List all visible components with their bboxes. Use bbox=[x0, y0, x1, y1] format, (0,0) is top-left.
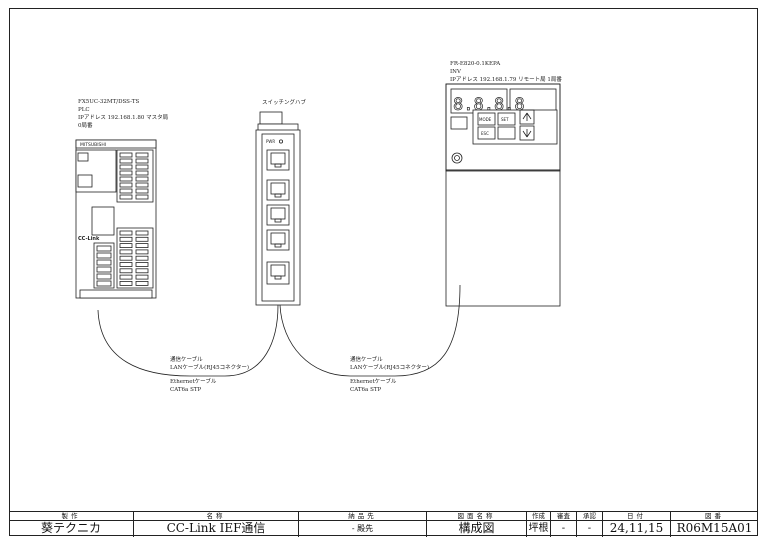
tb-approved-header: 承認 bbox=[577, 512, 602, 521]
ethernet-cables bbox=[97, 284, 461, 377]
cable-2-line4: CAT6a STP bbox=[350, 387, 382, 393]
tb-drawing-number-header: 図番 bbox=[671, 512, 758, 521]
plc-model: FX5UC-32MT/DSS-TS bbox=[78, 99, 140, 105]
title-block: 製作 葵テクニカ 名称 CC-Link IEF通信 納品先 - 殿先 図面名称 … bbox=[9, 511, 758, 537]
tb-date-header: 日付 bbox=[603, 512, 670, 521]
tb-created: 作成 坪根 bbox=[526, 512, 550, 537]
plc-station: 0局番 bbox=[78, 123, 93, 129]
inverter-set-key: SET bbox=[501, 117, 509, 122]
tb-drawing-name: 図面名称 構成図 bbox=[426, 512, 526, 537]
tb-created-value: 坪根 bbox=[528, 523, 549, 534]
inverter-labels: FR-E820-0.1KEPA INV IPアドレス 192.168.1.79 … bbox=[450, 60, 562, 84]
tb-maker-value: 葵テクニカ bbox=[40, 521, 101, 535]
tb-reviewed-value: - bbox=[561, 523, 566, 534]
cable-1-line1: 通信ケーブル bbox=[170, 357, 203, 363]
tb-maker-header: 製作 bbox=[9, 512, 133, 521]
tb-date-value: 24,11,15 bbox=[609, 521, 664, 535]
cable-1-line4: CAT6a STP bbox=[170, 387, 202, 393]
tb-name-value: CC-Link IEF通信 bbox=[166, 521, 266, 535]
tb-drawing-number: 図番 R06M15A01 bbox=[670, 512, 758, 537]
cable-2-line1: 通信ケーブル bbox=[350, 357, 383, 363]
tb-date: 日付 24,11,15 bbox=[602, 512, 670, 537]
inverter-model: FR-E820-0.1KEPA bbox=[450, 61, 501, 67]
tb-reviewed: 審査 - bbox=[550, 512, 576, 537]
tb-approved: 承認 - bbox=[576, 512, 602, 537]
cable-label-1: 通信ケーブル LANケーブル(RJ45コネクター) Ethernetケーブル C… bbox=[170, 356, 249, 394]
cable-label-2: 通信ケーブル LANケーブル(RJ45コネクター) Ethernetケーブル C… bbox=[350, 356, 429, 394]
cable-plc-to-switch bbox=[97, 304, 279, 377]
switch-power-label: PWR bbox=[266, 139, 275, 144]
inverter-device: 8.8.8.8 MODE SET ESC bbox=[445, 83, 561, 307]
inverter-esc-key: ESC bbox=[481, 131, 489, 136]
plc-role: PLC bbox=[78, 107, 90, 113]
plc-brand-logo: MITSUBISHI bbox=[80, 142, 106, 148]
cable-switch-to-inverter bbox=[279, 284, 461, 377]
tb-drawing-name-header: 図面名称 bbox=[427, 512, 526, 521]
inverter-ip: IPアドレス 192.168.1.79 リモート局 1局番 bbox=[450, 77, 562, 83]
tb-approved-value: - bbox=[587, 523, 592, 534]
inverter-mode-key: MODE bbox=[479, 117, 492, 122]
tb-name: 名称 CC-Link IEF通信 bbox=[133, 512, 298, 537]
plc-ip: IPアドレス 192.168.1.80 マスタ局 bbox=[78, 115, 169, 121]
tb-maker: 製作 葵テクニカ bbox=[9, 512, 133, 537]
tb-created-header: 作成 bbox=[527, 512, 550, 521]
plc-labels: FX5UC-32MT/DSS-TS PLC IPアドレス 192.168.1.8… bbox=[78, 98, 168, 130]
tb-drawing-number-value: R06M15A01 bbox=[676, 521, 753, 535]
plc-cclink-logo: CC-Link bbox=[78, 236, 100, 242]
tb-name-header: 名称 bbox=[134, 512, 298, 521]
cable-1-line2: LANケーブル(RJ45コネクター) bbox=[170, 365, 250, 371]
tb-delivery-value: - 殿先 bbox=[351, 524, 374, 533]
tb-delivery: 納品先 - 殿先 bbox=[298, 512, 426, 537]
cable-2-line3: Ethernetケーブル bbox=[350, 379, 397, 385]
cable-1-line3: Ethernetケーブル bbox=[170, 379, 217, 385]
plc-device: MITSUBISHI CC-Link bbox=[75, 139, 157, 299]
tb-reviewed-header: 審査 bbox=[551, 512, 576, 521]
cable-2-line2: LANケーブル(RJ45コネクター) bbox=[350, 365, 430, 371]
switching-hub: PWR bbox=[255, 111, 301, 306]
switch-title: スイッチングハブ bbox=[262, 100, 307, 106]
inverter-role: INV bbox=[450, 69, 461, 75]
tb-drawing-name-value: 構成図 bbox=[458, 521, 495, 535]
tb-delivery-header: 納品先 bbox=[299, 512, 426, 521]
drawing-frame bbox=[9, 8, 758, 536]
